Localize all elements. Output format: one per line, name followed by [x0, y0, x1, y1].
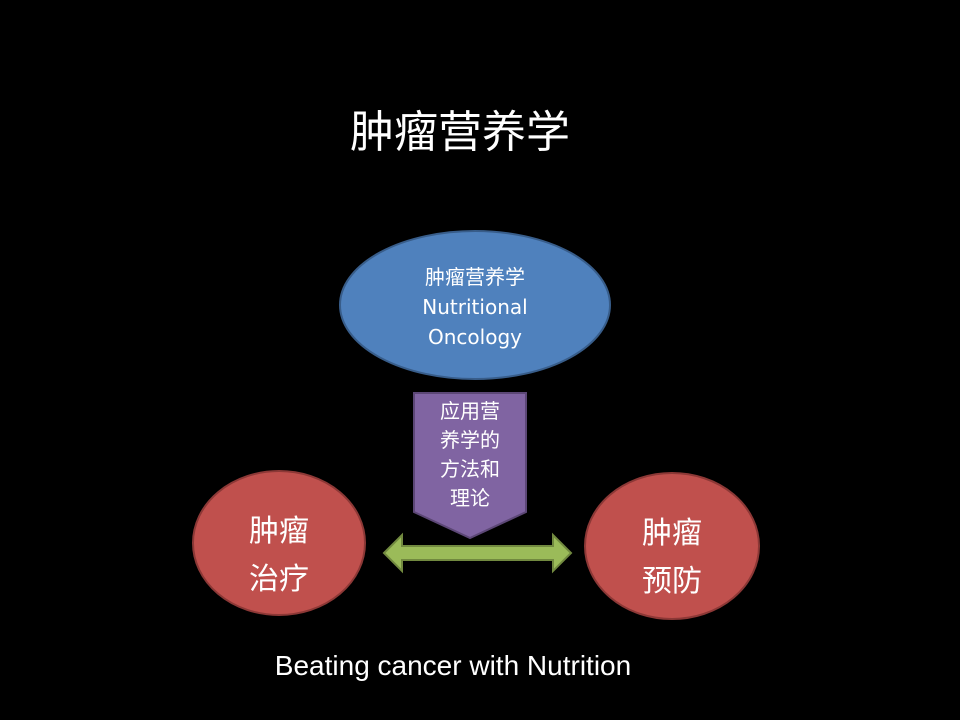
method-line-3: 方法和	[440, 457, 500, 481]
center-line-3: Oncology	[428, 325, 522, 349]
method-line-1: 应用营	[440, 399, 500, 423]
center-line-2: Nutritional	[422, 295, 528, 319]
left-circle	[192, 470, 366, 616]
method-node-label: 应用营 养学的 方法和 理论	[414, 397, 526, 513]
left-line-2: 治疗	[249, 562, 309, 597]
right-line-2: 预防	[642, 564, 702, 599]
left-node-label: 肿瘤 治疗	[204, 508, 354, 604]
right-line-1: 肿瘤	[642, 516, 702, 551]
left-line-1: 肿瘤	[249, 514, 309, 549]
double-arrow	[382, 532, 573, 574]
method-line-4: 理论	[450, 486, 490, 510]
center-line-1: 肿瘤营养学	[425, 265, 525, 289]
slide-title: 肿瘤营养学	[350, 107, 570, 158]
right-circle	[584, 472, 760, 620]
center-oval	[339, 230, 611, 380]
right-node-label: 肿瘤 预防	[597, 510, 747, 606]
method-arrow-shape	[413, 392, 527, 540]
center-node-label: 肿瘤营养学 Nutritional Oncology	[360, 262, 590, 352]
method-line-2: 养学的	[440, 428, 500, 452]
footer-caption: Beating cancer with Nutrition	[274, 650, 632, 681]
